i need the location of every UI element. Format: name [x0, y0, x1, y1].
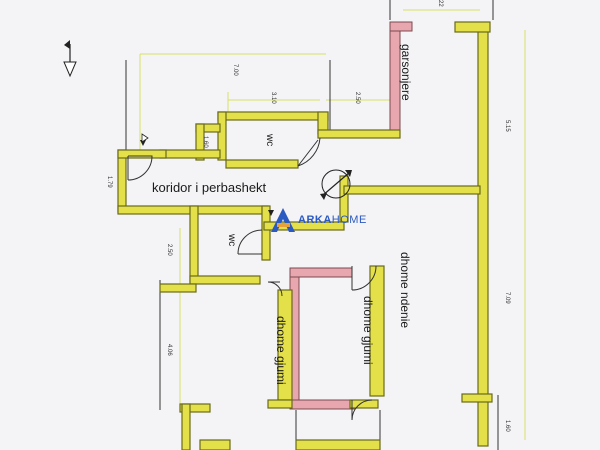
dimension-1-60-bottom: 1.60 [504, 420, 510, 432]
north-arrow-icon [63, 40, 77, 78]
brand-name: ARKAHOME [298, 214, 367, 226]
house-logo-icon [271, 208, 295, 232]
dimension-1-79: 1.79 [106, 176, 112, 188]
room-label-wc-mid: wc [226, 234, 237, 247]
dimension-7-09: 7.09 [504, 292, 510, 304]
marker-arrows [140, 133, 274, 216]
dimension-5-15: 5.15 [504, 120, 510, 132]
dimension-lines [139, 9, 526, 440]
brand-logo: ARKAHOME [270, 206, 367, 234]
room-label-wc-top: wc [264, 134, 275, 147]
dimension-1-60: 1.60 [202, 136, 208, 148]
dimension-top-right: 22 [437, 0, 443, 7]
walls [117, 21, 493, 450]
room-label-koridor: koridor i perbashekt [152, 180, 267, 195]
room-label-garsonjere: garsonjere [399, 44, 413, 101]
dimension-4-06: 4.06 [166, 344, 172, 356]
room-label-dhome-gjumi-1: dhome gjumi [361, 296, 375, 365]
dimension-2-50-left: 2.50 [166, 244, 172, 256]
room-label-dhome-gjumi-2: dhome gjumi [274, 316, 288, 385]
room-label-dhome-ndenie: dhome ndenie [398, 252, 412, 329]
entrance-door-icon [320, 169, 352, 200]
doors [127, 137, 377, 421]
dimension-2-50-top: 2.50 [354, 92, 360, 104]
dimension-7-00: 7.00 [232, 64, 238, 76]
dimension-3-10: 3.10 [270, 92, 276, 104]
